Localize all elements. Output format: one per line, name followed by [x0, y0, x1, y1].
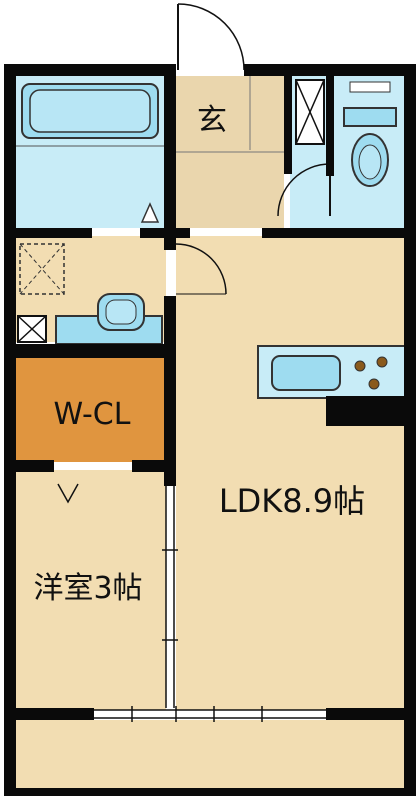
ldk-floor: [176, 236, 406, 710]
washing-machine-space: [19, 243, 65, 295]
balcony-floor: [14, 720, 406, 790]
balcony-window: [94, 706, 326, 722]
entrance-door: [177, 3, 245, 71]
western-room-label: 洋室3帖: [33, 571, 142, 606]
sliding-partition: [162, 486, 178, 708]
kitchen-counter: [257, 345, 411, 399]
wash-basin: [55, 293, 163, 345]
ldk-label: LDK8.9帖: [219, 482, 365, 520]
walk-in-closet-label: W-CL: [54, 397, 131, 432]
closet-floor: [14, 358, 166, 462]
toilet: [343, 81, 397, 187]
stove-burner-icon: [376, 356, 388, 368]
stove-burner-icon: [354, 360, 366, 372]
washroom-door: [175, 243, 227, 295]
shoe-cabinet: [295, 79, 325, 145]
bathtub: [14, 83, 166, 147]
walls: [4, 64, 416, 720]
western-room-floor: [14, 470, 166, 710]
entrance-label: 玄: [197, 103, 227, 138]
stove-burner-icon: [368, 378, 380, 390]
small-storage: [17, 315, 47, 343]
balcony: [4, 720, 416, 796]
